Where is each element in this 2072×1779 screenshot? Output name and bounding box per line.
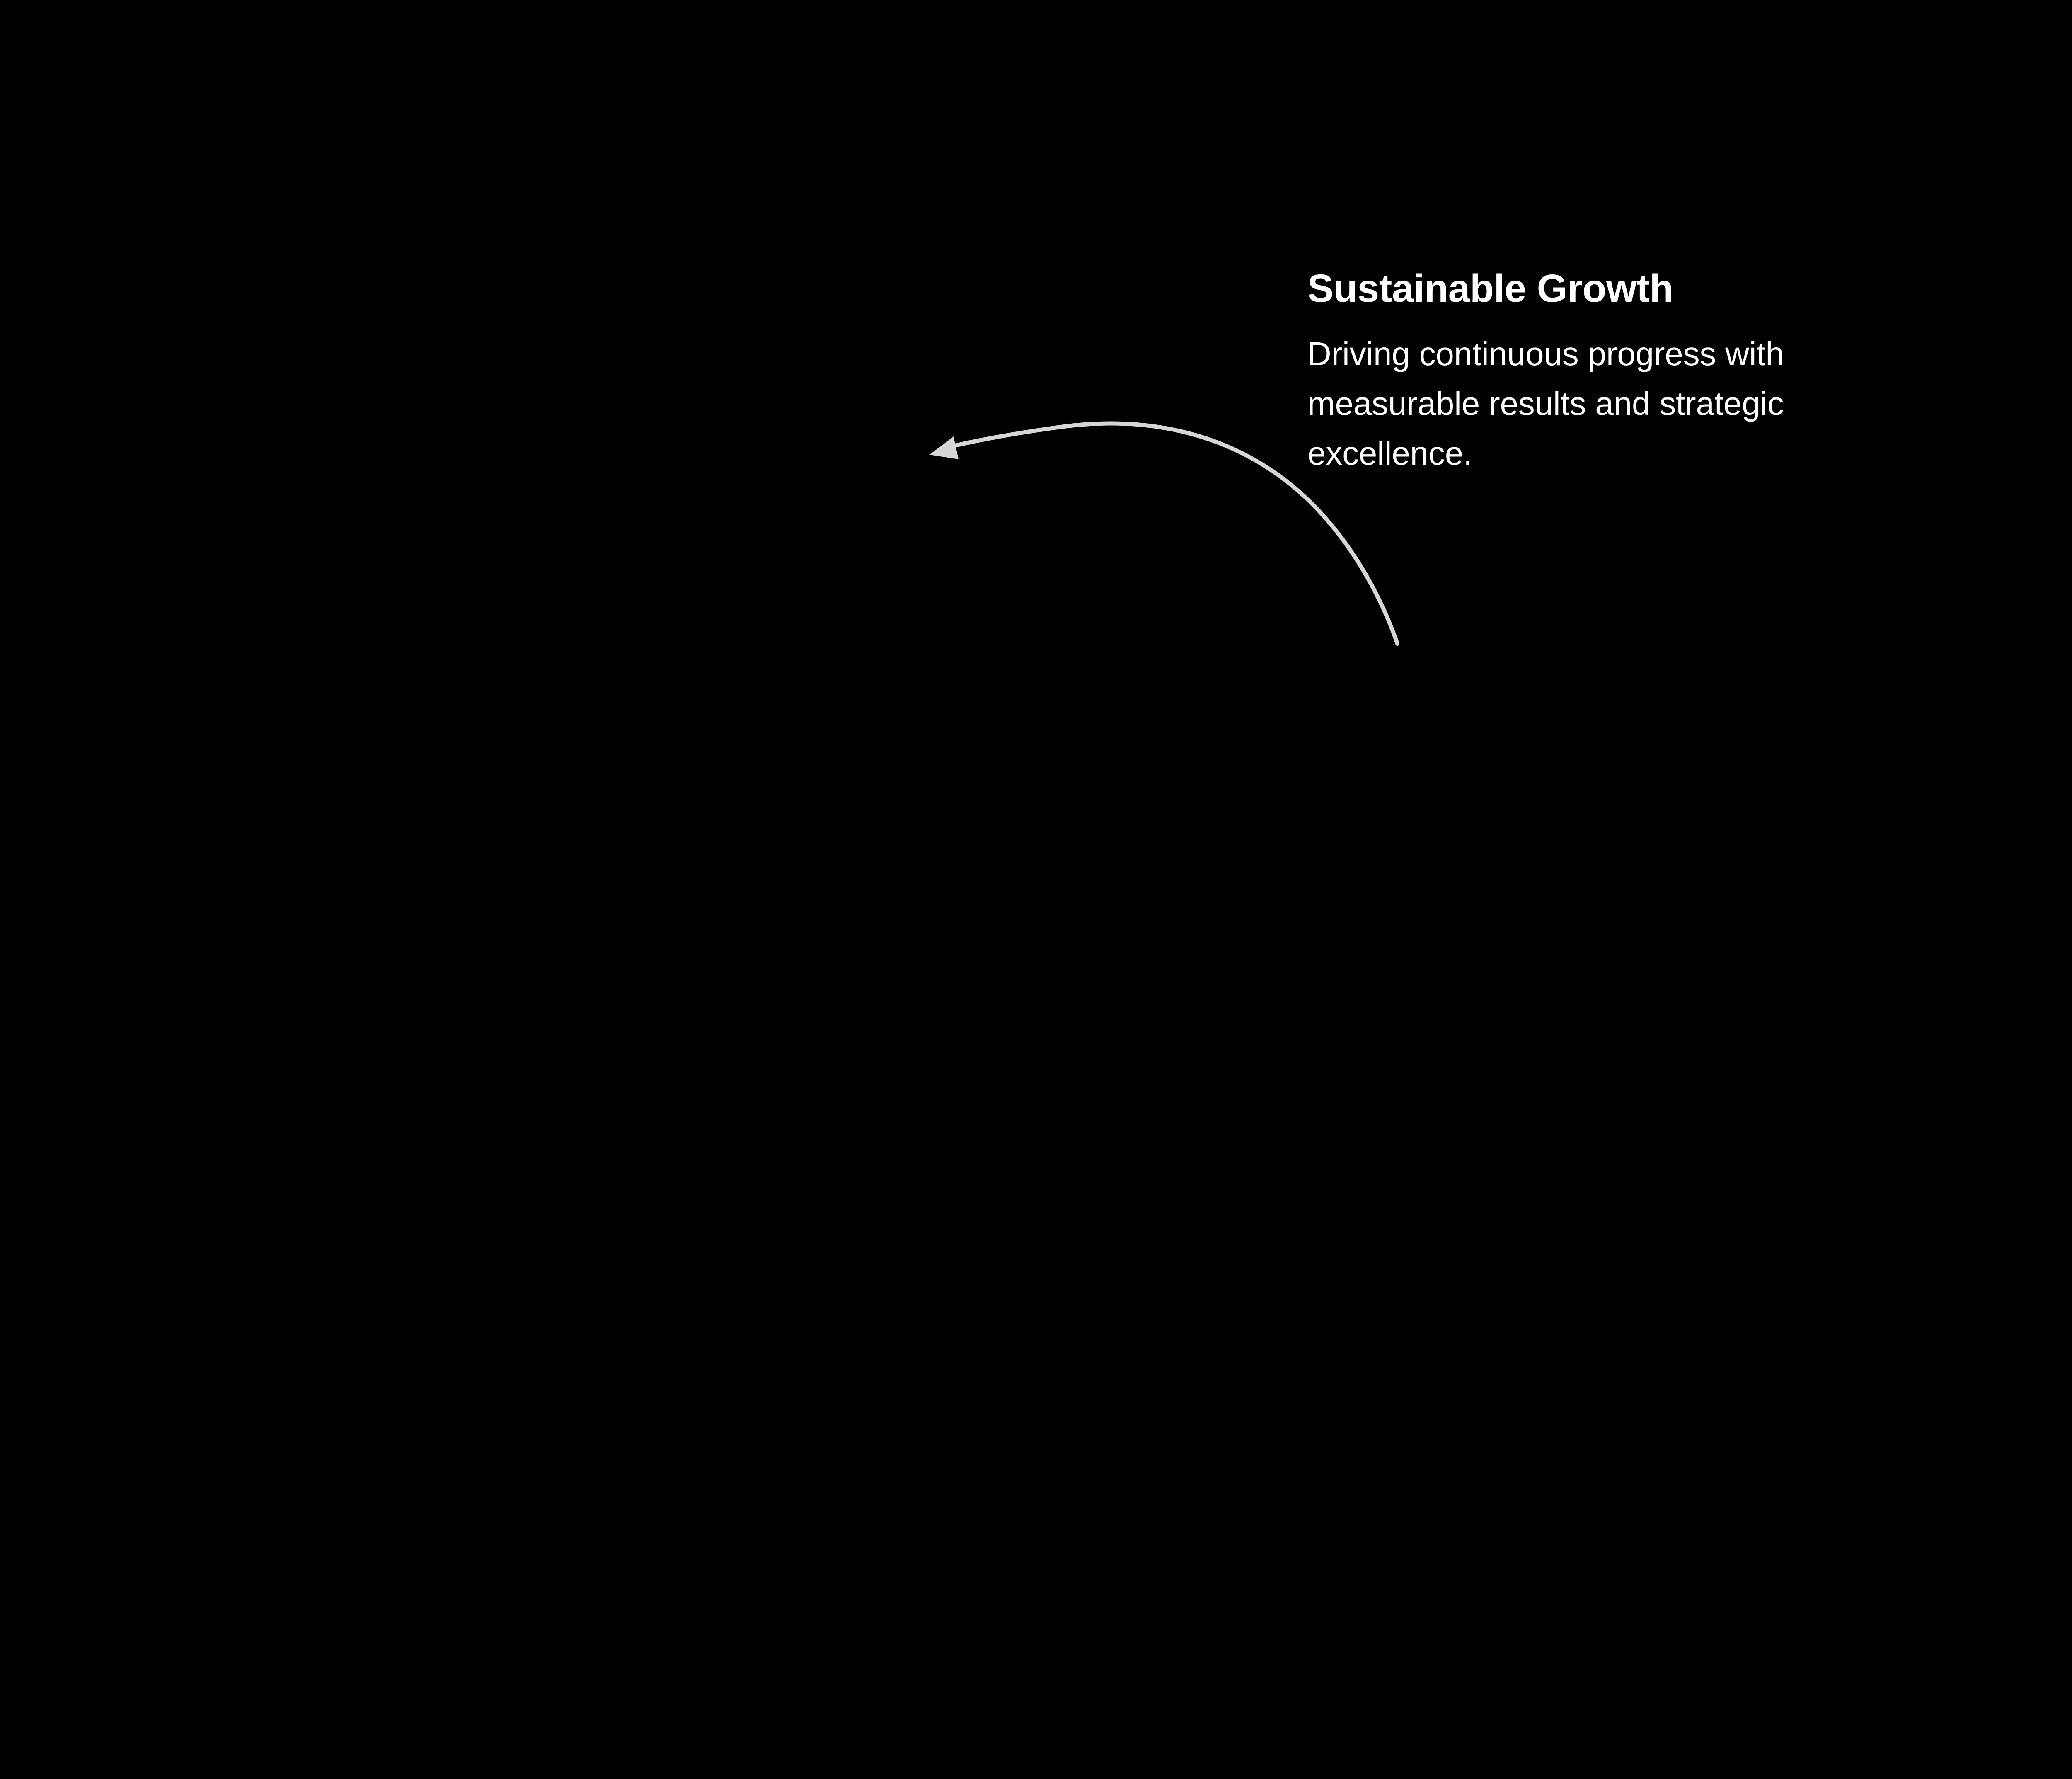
- callout-text-block: Sustainable Growth Driving continuous pr…: [1307, 265, 2053, 478]
- page-title: Sustainable Growth: [1307, 267, 1674, 310]
- callout-description: Driving continuous progress with measura…: [1307, 335, 1784, 472]
- arrow-head: [929, 436, 959, 459]
